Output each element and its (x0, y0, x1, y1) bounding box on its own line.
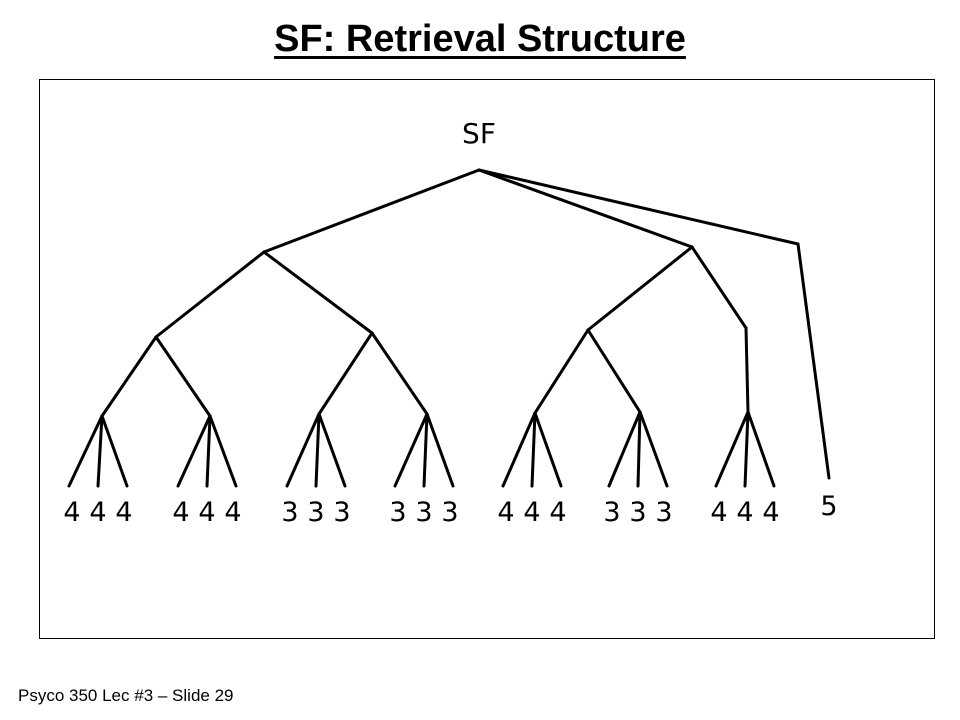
edge-leaf-3-1 (285, 412, 321, 488)
leaf-digit-6-1: 3 (603, 497, 620, 528)
edge-leaf-5-1 (501, 411, 537, 488)
leaf-digit-1-1: 4 (63, 497, 80, 528)
edge-leaf-4-3 (425, 412, 455, 488)
edge-leaf-7-3 (746, 410, 776, 488)
edge-right-left (586, 245, 694, 332)
leaf-digit-7-3: 4 (762, 497, 779, 528)
edge-leaf-2-3 (208, 414, 238, 488)
edge-right-right (690, 245, 748, 330)
edge-leaf-2-2 (205, 414, 212, 488)
edge-leaf-2-1 (176, 414, 212, 488)
slide-title: SF: Retrieval Structure (274, 18, 686, 60)
leaf-digit-5-2: 4 (523, 497, 540, 528)
edge-root-right (477, 168, 694, 249)
edge-leaf-4-1 (393, 412, 429, 488)
edge-leaf-5-3 (533, 411, 563, 488)
leaf-digit-1-3: 4 (115, 497, 132, 528)
edge-root-left (262, 168, 481, 254)
leaf-digit-2-1: 4 (172, 497, 189, 528)
leaf-digit-5-3: 4 (549, 497, 566, 528)
leaf-digit-6-2: 3 (629, 497, 646, 528)
leaf-digit-3-3: 3 (333, 497, 350, 528)
edge-root-far-right (477, 168, 800, 246)
leaf-digit-1-2: 4 (89, 497, 106, 528)
edge-leaf-6-1 (607, 410, 642, 488)
edge-leaf-1-1 (67, 414, 104, 488)
leaf-digit-4-1: 3 (389, 497, 406, 528)
leaf-digit-4-2: 3 (415, 497, 432, 528)
edge-leaf-1-2 (96, 414, 104, 488)
edge-left-right (262, 250, 374, 335)
edge-to-group-6 (586, 328, 642, 414)
leaf-digit-6-3: 3 (655, 497, 672, 528)
edge-to-group-7 (744, 326, 750, 414)
edge-left-left (154, 250, 266, 339)
edge-leaf-6-2 (636, 410, 642, 488)
edge-leaf-7-1 (714, 410, 750, 488)
edge-to-group-5 (533, 328, 590, 415)
edge-leaf-4-2 (422, 412, 429, 488)
edge-leaf-5-2 (530, 411, 537, 488)
root-node-label: SF (462, 117, 496, 150)
edge-leaf-3-3 (317, 412, 347, 488)
leaf-digit-3-2: 3 (307, 497, 324, 528)
leaf-digit-8-1: 5 (820, 491, 837, 522)
edge-to-group-1 (100, 335, 158, 418)
leaf-digit-7-2: 4 (736, 497, 753, 528)
leaf-digit-2-2: 4 (198, 497, 215, 528)
edge-to-group-2 (154, 335, 212, 418)
leaf-digit-3-1: 3 (281, 497, 298, 528)
leaf-digit-7-1: 4 (710, 497, 727, 528)
tree-diagram-frame (39, 79, 935, 639)
leaf-digit-2-3: 4 (224, 497, 241, 528)
edge-leaf-3-2 (314, 412, 321, 488)
edge-leaf-1-3 (100, 414, 129, 488)
leaf-digit-4-3: 3 (441, 497, 458, 528)
edge-leaf-7-2 (743, 410, 750, 488)
edge-to-group-4 (370, 331, 429, 416)
edge-leaf-far-right (796, 242, 831, 480)
edge-leaf-6-3 (638, 410, 669, 488)
edge-to-group-3 (317, 331, 374, 416)
slide-footer: Psyco 350 Lec #3 – Slide 29 (18, 686, 234, 705)
leaf-digit-5-1: 4 (497, 497, 514, 528)
